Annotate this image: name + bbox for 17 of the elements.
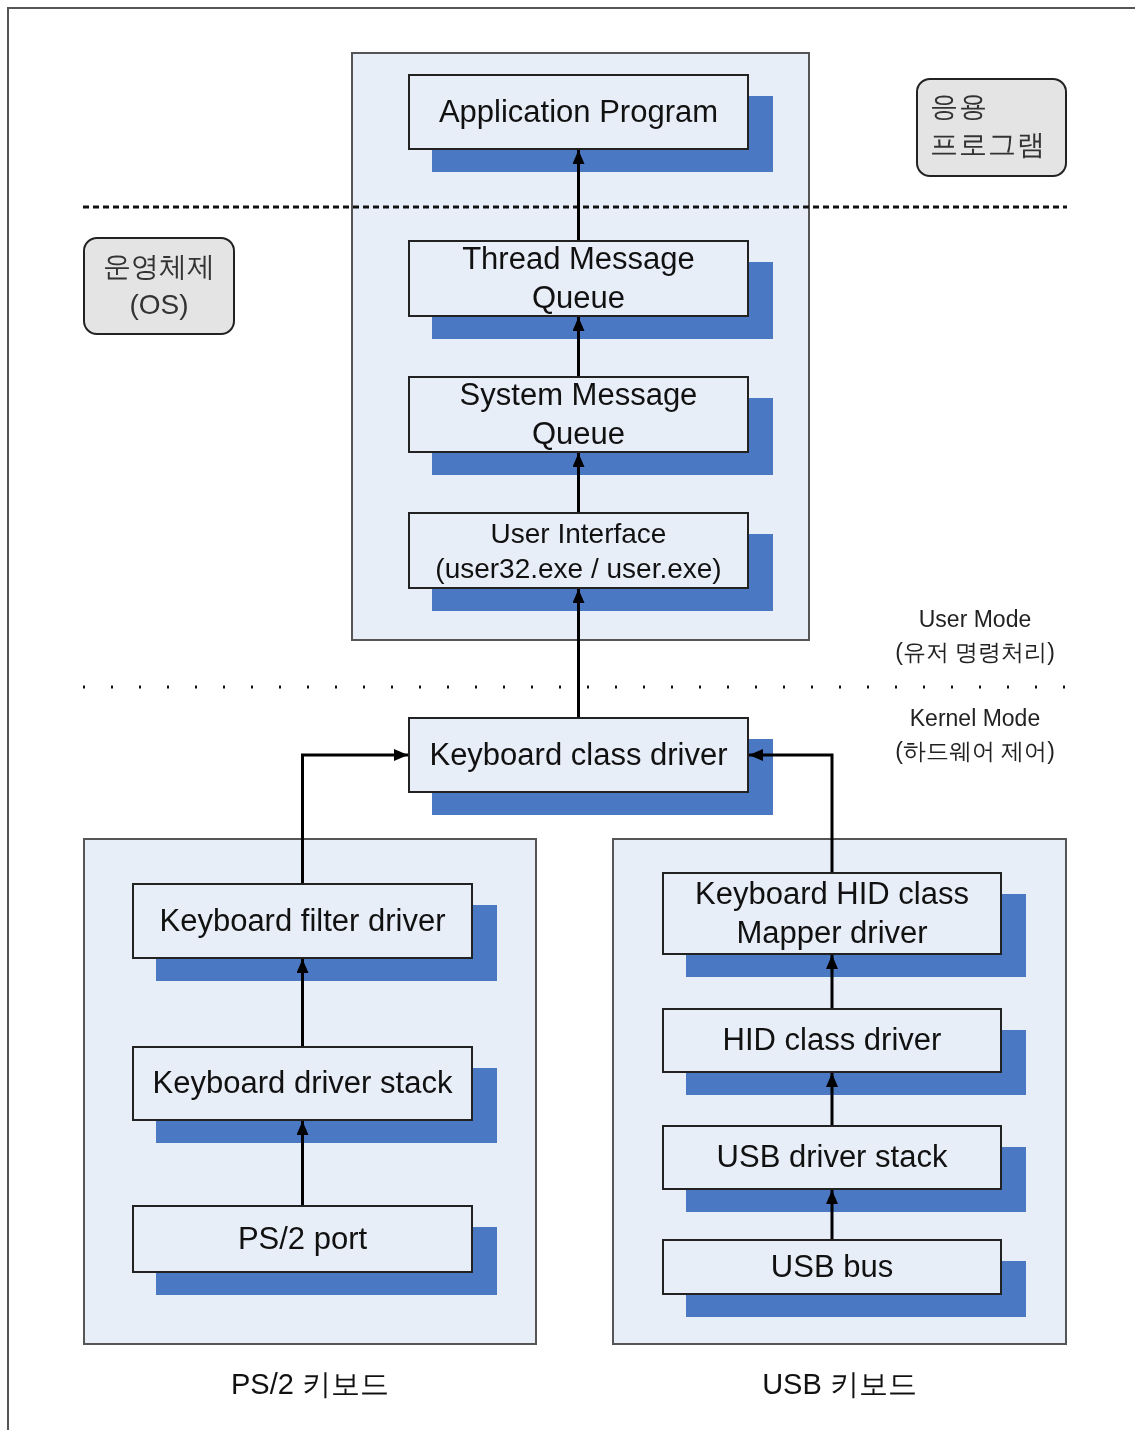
mode-label: User Mode (유저 명령처리) [894, 605, 1056, 668]
rounded-box: 응용 프로그램 [916, 78, 1067, 177]
panel-label: USB 키보드 [761, 1367, 918, 1402]
arrow [826, 955, 838, 1008]
arrow [301, 749, 408, 883]
mode-label: Kernel Mode (하드웨어 제어) [894, 704, 1056, 767]
arrow [572, 453, 585, 512]
rounded-box: 운영체제 (OS) [83, 237, 235, 335]
arrow [826, 1073, 838, 1125]
arrow [572, 317, 585, 376]
arrow [572, 589, 585, 717]
arrow [749, 749, 834, 872]
arrow [296, 1121, 309, 1205]
arrow [296, 959, 309, 1046]
arrow [572, 150, 585, 240]
arrow [826, 1190, 838, 1239]
panel-label: PS/2 키보드 [230, 1367, 390, 1402]
